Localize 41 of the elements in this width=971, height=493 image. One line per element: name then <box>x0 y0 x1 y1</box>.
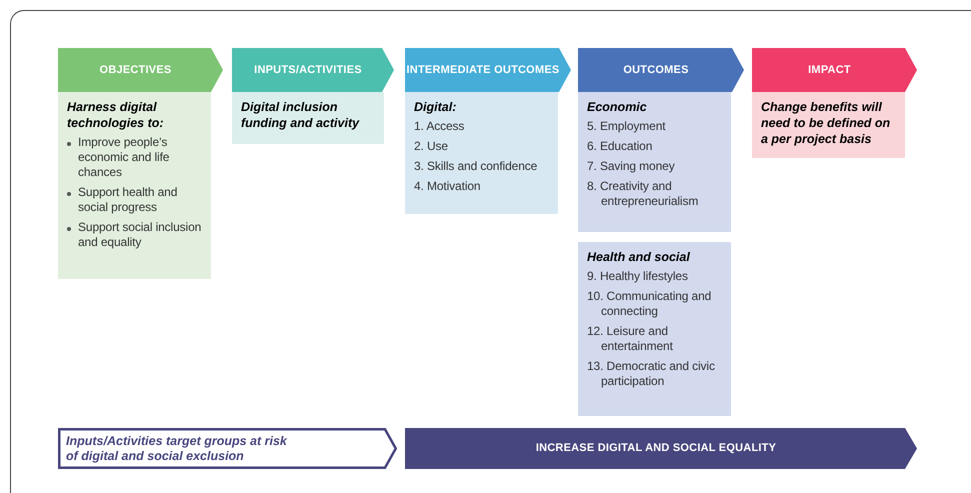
list-item: 1. Access <box>414 119 466 134</box>
list-item: 10. Communicating and connecting <box>587 289 712 319</box>
outlined-chevron <box>58 428 397 469</box>
list-item: 7. Saving money <box>587 159 676 174</box>
chevron-banner <box>405 48 571 92</box>
panel-heading: Change benefits will need to be defined on a per project basis <box>761 99 892 147</box>
list-item: 4. Motivation <box>414 179 482 194</box>
banner-title: OUTCOMES <box>623 62 690 78</box>
panel-heading: Economic <box>587 99 648 115</box>
banner-title: INPUTS/ACTIVITIES <box>254 62 363 78</box>
content-panel <box>405 92 558 214</box>
content-panel <box>58 92 211 279</box>
panel-heading: Digital: <box>414 99 458 115</box>
list-item: Support social inclusion and equality <box>78 220 202 250</box>
panel-heading: Digital inclusion funding and activity <box>241 99 360 131</box>
list-item: 12. Leisure and entertainment <box>587 324 674 354</box>
list-item: 9. Healthy lifestyles <box>587 269 689 284</box>
list-item: 5. Employment <box>587 119 666 134</box>
content-panel <box>578 242 731 416</box>
panel-heading: Health and social <box>587 249 691 265</box>
banner-title: OBJECTIVES <box>100 62 172 78</box>
chevron-banner <box>405 428 917 469</box>
chevron-banner <box>578 48 744 92</box>
list-item: 6. Education <box>587 139 654 154</box>
chevron-banner <box>752 48 917 92</box>
content-panel <box>578 92 731 232</box>
chevron-banner <box>232 48 394 92</box>
panel-heading: Harness digital technologies to: <box>67 99 165 131</box>
banner-title: IMPACT <box>808 62 852 78</box>
list-item: 13. Democratic and civic participation <box>587 359 716 389</box>
list-item: Support health and social progress <box>78 185 178 215</box>
list-item: 2. Use <box>414 139 449 154</box>
content-panel <box>752 92 905 158</box>
chevron-banner <box>58 48 223 92</box>
list-item: 8. Creativity and entrepreneurialism <box>587 179 700 209</box>
chevron-text: Inputs/Activities target groups at risk of digital and social exclusion <box>65 434 288 464</box>
content-panel <box>232 92 384 144</box>
list-item: 3. Skills and confidence <box>414 159 538 174</box>
banner-title: INTERMEDIATE OUTCOMES <box>406 62 560 78</box>
list-item: Improve people’s economic and life chances <box>78 135 170 180</box>
banner-title: INCREASE DIGITAL AND SOCIAL EQUALITY <box>536 441 778 456</box>
